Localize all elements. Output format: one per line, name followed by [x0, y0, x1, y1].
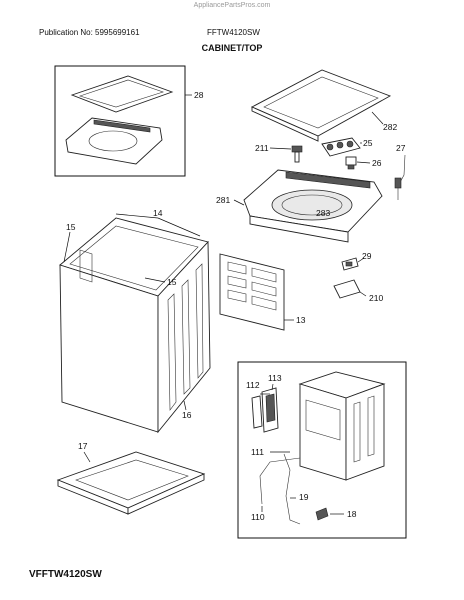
callout-110: 110 [251, 512, 265, 522]
control-knobs-25 [321, 137, 361, 157]
inset-box-control-board [237, 361, 407, 539]
callout-210: 210 [369, 293, 383, 303]
callout-29: 29 [362, 251, 372, 261]
callout-17: 17 [78, 441, 88, 451]
callout-111: 111 [251, 447, 264, 457]
base-17 [56, 451, 206, 515]
hinge-211 [291, 145, 303, 163]
cabinet-16 [59, 217, 211, 434]
callout-13: 13 [296, 315, 306, 325]
callout-14: 14 [153, 208, 163, 218]
callout-282: 282 [383, 122, 397, 132]
callout-211: 211 [255, 143, 269, 153]
callout-28: 28 [194, 90, 204, 100]
callout-27: 27 [396, 143, 406, 153]
hose-27 [394, 154, 406, 200]
callout-16: 16 [182, 410, 192, 420]
callout-15-a: 15 [66, 222, 76, 232]
bracket-210 [333, 279, 361, 299]
lid-282 [250, 69, 392, 142]
bracket-29 [341, 257, 359, 271]
top-panel-281 [243, 169, 383, 243]
watermark: AppliancePartsPros.com [193, 2, 271, 9]
callout-113: 113 [268, 373, 282, 383]
callout-283: 283 [316, 208, 330, 218]
section-title: CABINET/TOP [201, 43, 263, 53]
switch-26 [345, 156, 357, 170]
publication-number: Publication No: 5995699161 [39, 28, 140, 37]
model-number: FFTW4120SW [207, 28, 260, 37]
footer-model-label: VFFTW4120SW [29, 569, 102, 580]
inset-box-top-assembly [54, 65, 186, 177]
callout-26: 26 [372, 158, 382, 168]
back-panel-13 [219, 253, 285, 331]
callout-19: 19 [299, 492, 309, 502]
callout-112: 112 [246, 380, 260, 390]
callout-15-b: 15 [167, 277, 177, 287]
callout-18: 18 [347, 509, 357, 519]
callout-25: 25 [363, 138, 373, 148]
callout-281: 281 [216, 195, 230, 205]
